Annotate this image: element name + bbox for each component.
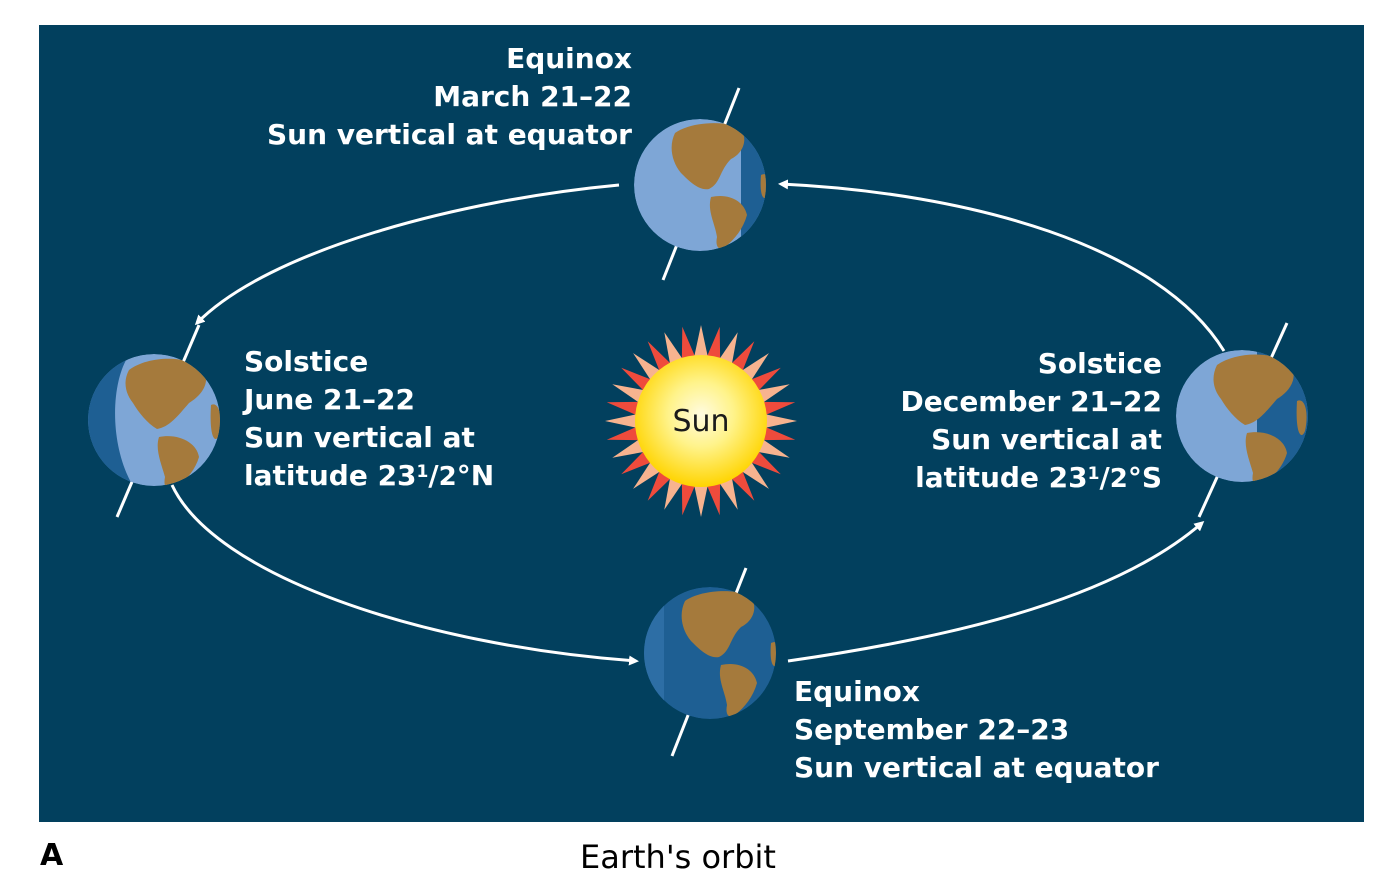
sun-disk (635, 355, 767, 487)
fraction-slash: / (1099, 461, 1110, 494)
sun-ray (757, 401, 796, 417)
earth-december-solstice (1176, 322, 1308, 518)
fraction-denominator: 2 (438, 462, 457, 492)
orbit-arc-top-left (194, 183, 620, 326)
orbit-arc-bottom-right (787, 521, 1205, 663)
sun-ray (605, 413, 642, 429)
label-title: Equinox (794, 675, 920, 708)
sun-ray (681, 326, 697, 365)
sun-ray (693, 480, 709, 517)
sun-ray (705, 477, 721, 516)
sun-ray (606, 401, 645, 417)
orbit-path (170, 179, 1226, 666)
orbit-diagram: Sun (88, 87, 1308, 757)
panel-letter: A (40, 838, 64, 873)
continent-africa (1296, 400, 1307, 436)
label-title: Equinox (506, 42, 632, 75)
label-date: September 22–23 (794, 713, 1070, 746)
sun-ray (760, 413, 797, 429)
latitude-text: latitude 23 (244, 459, 417, 492)
label-description: Sun vertical at (244, 421, 475, 454)
label-september-equinox: Equinox September 22–23 Sun vertical at … (794, 673, 1159, 787)
fraction-numerator: 1 (416, 462, 429, 482)
sun-ray (681, 477, 697, 516)
label-description: Sun vertical at (931, 423, 1162, 456)
sun-ray (705, 326, 721, 365)
latitude-text: latitude 23 (915, 461, 1088, 494)
earth-september-equinox (644, 567, 776, 757)
sun-ray (757, 425, 796, 441)
continent-south-america (1245, 432, 1287, 482)
continent-north-america (1213, 354, 1294, 425)
fraction-denominator: 2 (1109, 464, 1128, 494)
sun: Sun (605, 325, 797, 517)
sun-label: Sun (672, 404, 729, 439)
label-latitude: latitude 231/2°N (244, 457, 494, 496)
label-description: Sun vertical at equator (267, 118, 632, 151)
label-date: December 21–22 (900, 385, 1162, 418)
fraction-slash: / (428, 459, 439, 492)
figure-caption: Earth's orbit (580, 838, 776, 876)
label-december-solstice: Solstice December 21–22 Sun vertical at … (900, 345, 1162, 498)
sun-ray (606, 425, 645, 441)
earth-june-solstice (88, 324, 220, 518)
continent-africa (760, 174, 766, 199)
continent-africa (210, 404, 220, 440)
continent-north-america (125, 358, 207, 429)
continent-south-america (709, 195, 747, 249)
label-description: Sun vertical at equator (794, 751, 1159, 784)
diagram-panel: Sun (39, 25, 1364, 822)
orbit-arc-bottom-left (170, 484, 639, 666)
continent-south-america (157, 436, 199, 486)
label-date: March 21–22 (433, 80, 632, 113)
label-date: June 21–22 (244, 383, 415, 416)
label-latitude: latitude 231/2°S (900, 459, 1162, 498)
latitude-suffix: °N (456, 459, 495, 492)
label-march-equinox: Equinox March 21–22 Sun vertical at equa… (267, 40, 632, 154)
fraction-numerator: 1 (1087, 464, 1100, 484)
sun-ray (693, 325, 709, 362)
continent-africa (770, 642, 776, 667)
continent-north-america (681, 591, 755, 658)
label-title: Solstice (1037, 347, 1162, 380)
continent-south-america (719, 663, 757, 717)
orbit-arc-top-right (778, 179, 1226, 352)
label-june-solstice: Solstice June 21–22 Sun vertical at lati… (244, 343, 494, 496)
label-title: Solstice (244, 345, 369, 378)
continent-north-america (671, 123, 745, 190)
latitude-suffix: °S (1127, 461, 1162, 494)
earth-march-equinox (634, 87, 766, 281)
